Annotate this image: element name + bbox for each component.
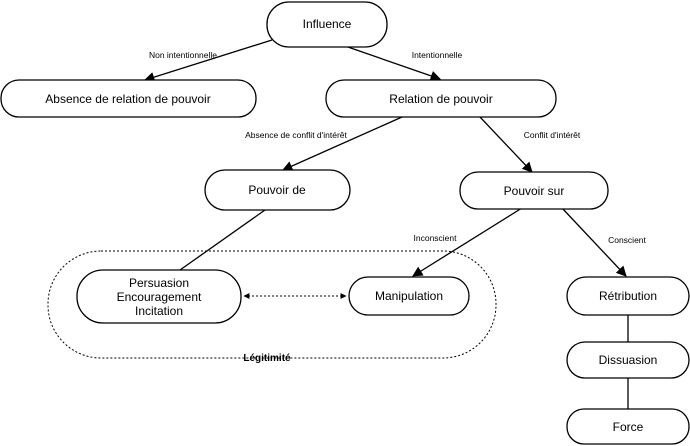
label-absence-conflit: Absence de conflit d'intérêt: [245, 130, 347, 140]
legitimite-group: [47, 250, 497, 359]
svg-text:Force: Force: [613, 420, 644, 434]
label-intentionnelle: Intentionnelle: [412, 50, 463, 60]
legitimite-label: Légitimité: [243, 353, 291, 364]
node-dissuasion: Dissuasion: [566, 341, 690, 379]
svg-text:Relation de pouvoir: Relation de pouvoir: [389, 92, 492, 106]
edge-pouvoir-sur-retribution: [561, 207, 627, 277]
svg-text:Influence: Influence: [303, 17, 352, 31]
node-manipulation: Manipulation: [348, 276, 470, 316]
label-conflit: Conflit d'intérêt: [524, 130, 581, 140]
svg-text:Encouragement: Encouragement: [117, 290, 202, 304]
svg-text:Persuasion: Persuasion: [129, 276, 189, 290]
label-non-intentionnelle: Non intentionnelle: [149, 50, 217, 60]
node-pouvoir-sur: Pouvoir sur: [459, 171, 609, 210]
edge-relation-pouvoir-sur: [479, 116, 533, 173]
svg-text:Pouvoir de: Pouvoir de: [248, 183, 306, 197]
edge-pouvoir-de-persuasion: [179, 209, 266, 271]
edge-influence-absence: [144, 39, 273, 83]
edge-relation-pouvoir-de: [282, 116, 403, 171]
svg-text:Absence de relation de pouvoir: Absence de relation de pouvoir: [45, 92, 210, 106]
edge-pouvoir-sur-manipulation: [412, 207, 523, 277]
node-relation-pouvoir: Relation de pouvoir: [325, 79, 557, 118]
node-absence-relation: Absence de relation de pouvoir: [0, 79, 257, 118]
svg-text:Pouvoir sur: Pouvoir sur: [504, 184, 565, 198]
svg-text:Dissuasion: Dissuasion: [599, 353, 658, 367]
node-pouvoir-de: Pouvoir de: [204, 169, 351, 211]
label-conscient: Conscient: [608, 235, 646, 245]
svg-text:Rétribution: Rétribution: [599, 289, 657, 303]
svg-text:Manipulation: Manipulation: [375, 289, 443, 303]
svg-text:Incitation: Incitation: [135, 304, 183, 318]
node-persuasion: Persuasion Encouragement Incitation: [76, 269, 242, 324]
node-influence: Influence: [266, 1, 388, 48]
edge-influence-relation: [344, 45, 441, 81]
node-retribution: Rétribution: [566, 276, 690, 316]
label-inconscient: Inconscient: [414, 233, 458, 243]
node-force: Force: [566, 408, 690, 445]
